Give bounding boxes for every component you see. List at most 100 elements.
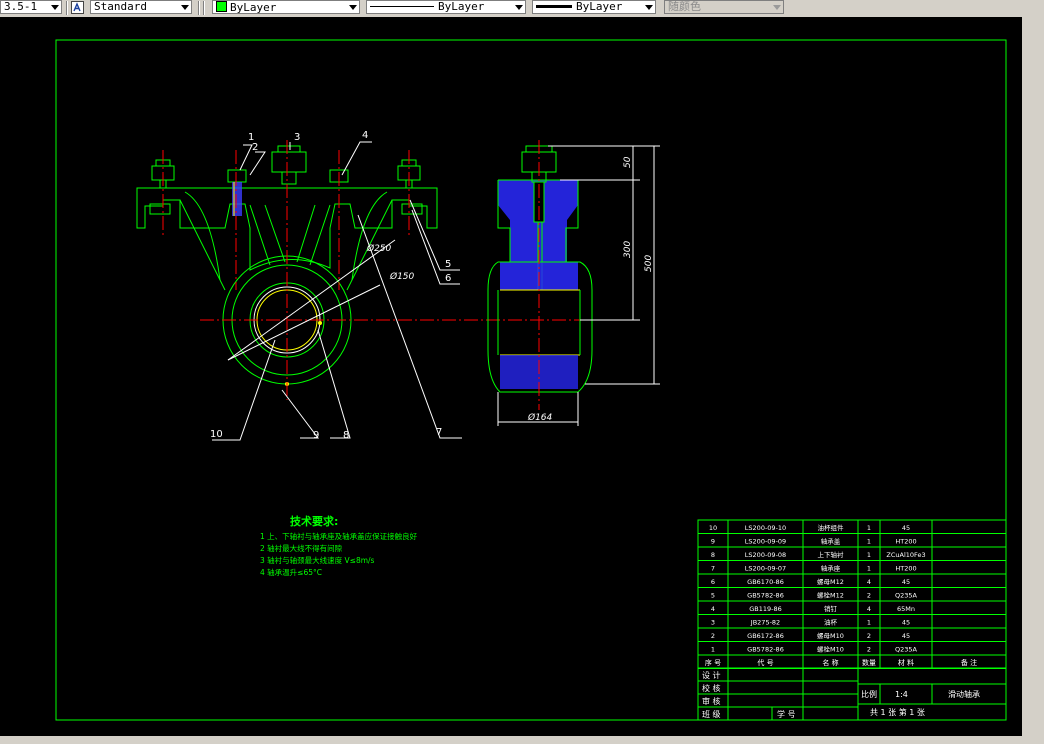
scale-combo[interactable]: 3.5-1 xyxy=(0,0,62,14)
tech-line-3: 3 轴衬与轴颈最大线速度 V≤8m/s xyxy=(260,555,375,565)
title-block: 设 计 校 核 审 核 班 级 学 号 比例 1:4 滑动轴承 共 1 张 第 … xyxy=(697,667,1007,721)
bom-cell-mat: 45 xyxy=(902,524,910,532)
bom-cell-mat: ZCuAl10Fe3 xyxy=(886,551,925,559)
bom-cell-qty: 1 xyxy=(867,619,871,627)
bom-cell-no: 7 xyxy=(711,565,715,573)
text-style-combo[interactable]: Standard xyxy=(90,0,192,14)
bom-cell-name: 油杯 xyxy=(824,618,838,627)
bom-cell-code: GB5782-86 xyxy=(747,646,784,654)
chevron-down-icon[interactable] xyxy=(349,5,357,10)
balloon-2: 2 xyxy=(252,142,258,153)
bom-cell-qty: 1 xyxy=(867,551,871,559)
tb-part-name: 滑动轴承 xyxy=(948,689,980,699)
bom-cell-qty: 1 xyxy=(867,524,871,532)
dim-d164: Ø164 xyxy=(527,412,553,423)
bom-cell-code: LS200-09-07 xyxy=(745,565,786,573)
bom-cell-code: LS200-09-10 xyxy=(745,524,786,532)
bom-cell-code: LS200-09-08 xyxy=(745,551,786,559)
balloon-10: 10 xyxy=(210,429,223,440)
bom-cell-code: GB6170-86 xyxy=(747,578,784,586)
bom-header-qty: 数量 xyxy=(862,658,876,667)
bom-cell-qty: 1 xyxy=(867,565,871,573)
lineweight-combo[interactable]: ByLayer xyxy=(532,0,656,14)
linetype-value: ByLayer xyxy=(438,0,485,13)
bom-cell-name: 轴承座 xyxy=(821,564,841,573)
chevron-down-icon[interactable] xyxy=(645,5,653,10)
balloon-6: 6 xyxy=(445,273,451,284)
tech-line-1: 1 上、下轴衬与轴承座及轴承盖应保证接触良好 xyxy=(260,531,418,541)
bom-cell-name: 螺栓M12 xyxy=(817,591,844,600)
bom-cell-no: 8 xyxy=(711,551,715,559)
dim-300: 300 xyxy=(623,241,633,258)
chevron-down-icon[interactable] xyxy=(181,5,189,10)
bom-cell-no: 3 xyxy=(711,619,715,627)
bom-cell-mat: Q235A xyxy=(895,592,918,600)
toolbar-separator xyxy=(203,1,205,15)
tb-scale-label: 比例 xyxy=(861,689,877,699)
tb-student-no: 学 号 xyxy=(777,709,796,719)
balloon-8: 8 xyxy=(343,430,349,441)
dim-d250: Ø250 xyxy=(366,243,392,254)
bom-cell-no: 4 xyxy=(711,605,715,613)
bom-cell-no: 9 xyxy=(711,538,715,546)
bom-cell-mat: 45 xyxy=(902,619,910,627)
text-style-icon[interactable] xyxy=(71,1,84,14)
drawing-canvas[interactable]: 1 2 3 4 5 6 7 8 9 10 Ø250 Ø150 xyxy=(0,17,1022,736)
bom-cell-no: 5 xyxy=(711,592,715,600)
dim-50: 50 xyxy=(623,156,633,168)
bom-cell-qty: 2 xyxy=(867,646,871,654)
bom-cell-qty: 4 xyxy=(867,605,871,613)
bom-header-code: 代 号 xyxy=(757,658,773,667)
bom-cell-code: GB6172-86 xyxy=(747,632,784,640)
linetype-combo[interactable]: ByLayer xyxy=(366,0,526,14)
bom-cell-code: LS200-09-09 xyxy=(745,538,786,546)
plot-style-value: 随颜色 xyxy=(668,0,701,13)
tech-line-2: 2 轴衬最大线不得有间隙 xyxy=(260,543,343,553)
bom-cell-qty: 2 xyxy=(867,592,871,600)
color-swatch-icon xyxy=(216,1,227,12)
bom-header-name: 名 称 xyxy=(822,658,838,667)
bom-cell-no: 1 xyxy=(711,646,715,654)
dim-d150: Ø150 xyxy=(389,271,415,282)
bom-cell-name: 上下轴衬 xyxy=(818,550,845,559)
bom-cell-qty: 4 xyxy=(867,578,871,586)
drawing-frame xyxy=(55,39,1007,721)
color-value: ByLayer xyxy=(230,1,277,14)
tb-design: 设 计 xyxy=(702,670,721,680)
scale-combo-value: 3.5-1 xyxy=(4,0,38,13)
chevron-down-icon[interactable] xyxy=(515,5,523,10)
chevron-down-icon[interactable] xyxy=(51,5,59,10)
bom-cell-name: 螺栓M10 xyxy=(817,645,844,654)
toolbar-separator xyxy=(198,1,200,15)
bom-cell-no: 2 xyxy=(711,632,715,640)
linetype-preview-icon xyxy=(370,6,434,7)
bom-cell-code: GB119-86 xyxy=(749,605,782,613)
bom-header-no: 序 号 xyxy=(705,658,721,667)
bom-cell-qty: 1 xyxy=(867,538,871,546)
tb-check: 校 核 xyxy=(702,683,721,693)
horizontal-scrollbar[interactable] xyxy=(0,736,1022,744)
plot-style-combo: 随颜色 xyxy=(664,0,784,14)
bom-cell-code: GB5782-86 xyxy=(747,592,784,600)
bom-cell-name: 螺母M12 xyxy=(817,577,844,586)
bom-cell-mat: 45 xyxy=(902,632,910,640)
chevron-down-icon xyxy=(773,5,781,10)
bom-cell-mat: 65Mn xyxy=(897,605,915,613)
bom-cell-name: 油杯组件 xyxy=(818,523,845,532)
bom-cell-mat: 45 xyxy=(902,578,910,586)
bom-cell-no: 6 xyxy=(711,578,715,586)
balloon-4: 4 xyxy=(362,130,368,141)
color-combo[interactable]: ByLayer xyxy=(212,0,360,14)
bom-cell-no: 10 xyxy=(709,524,717,532)
bom-cell-name: 螺母M10 xyxy=(817,631,844,640)
lineweight-preview-icon xyxy=(536,5,572,8)
tb-review: 审 核 xyxy=(702,696,721,706)
balloon-3: 3 xyxy=(294,132,300,143)
bom-cell-mat: Q235A xyxy=(895,646,918,654)
side-view: 50 300 500 Ø164 xyxy=(487,140,660,426)
bom-cell-mat: HT200 xyxy=(895,565,916,573)
vertical-scrollbar[interactable] xyxy=(1022,17,1044,744)
lineweight-value: ByLayer xyxy=(576,0,623,13)
tech-title: 技术要求: xyxy=(290,514,338,528)
